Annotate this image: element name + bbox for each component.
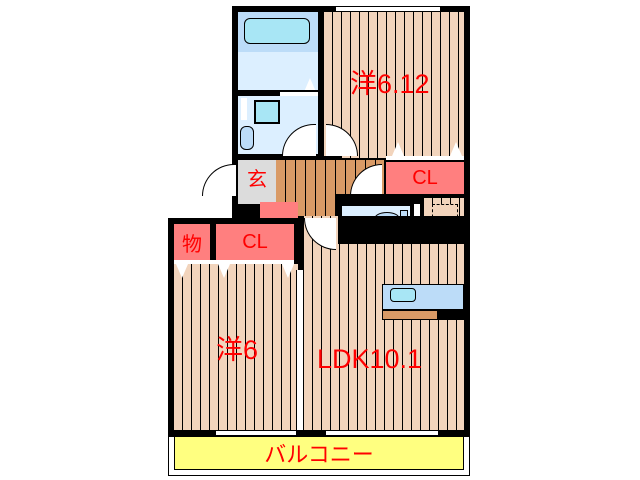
- room1-window[interactable]: [336, 6, 440, 12]
- closet-2-label: CL: [242, 230, 268, 253]
- storage-label: 物: [182, 233, 202, 256]
- cl2-door-marker-icon: [282, 264, 294, 278]
- sink-icon: [390, 288, 416, 302]
- washer-icon: [240, 126, 254, 150]
- shoe-closet: [260, 202, 298, 222]
- wash-door-white: [241, 98, 247, 120]
- bathtub-icon: [244, 18, 310, 44]
- kitchen-cabinet: [382, 310, 438, 320]
- bath-partition: [238, 90, 318, 96]
- cl2-door-marker-icon: [218, 264, 230, 278]
- cl2-door-marker-icon: [176, 264, 188, 278]
- ldk-window[interactable]: [326, 430, 438, 436]
- room-ldk-label: LDK10.1: [317, 344, 423, 374]
- partition-white: [280, 92, 318, 96]
- entrance: [238, 160, 276, 204]
- entrance-label: 玄: [247, 169, 267, 191]
- cl2-door-strip: [174, 260, 294, 264]
- storage: 物: [174, 224, 210, 260]
- balcony-label: バルコニー: [264, 442, 374, 467]
- cl1-door-strip: [386, 156, 464, 160]
- closet-2: CL: [216, 224, 294, 260]
- room-western-6: [174, 264, 298, 430]
- balcony: バルコニー: [174, 436, 464, 470]
- room-western-6-label: 洋6: [216, 335, 259, 365]
- cl1-door-marker-icon: [450, 142, 462, 156]
- washbasin-icon: [254, 100, 280, 124]
- room-ldk: [304, 244, 464, 430]
- sliding-door[interactable]: [296, 270, 304, 430]
- room2-window[interactable]: [216, 430, 296, 436]
- entrance-door[interactable]: [202, 164, 236, 196]
- cl1-door-marker-icon: [392, 142, 404, 156]
- fridge-space: [438, 310, 464, 320]
- bath-door-marker-icon: [304, 78, 316, 92]
- closet-1-label: CL: [412, 166, 438, 189]
- closet-1: CL: [386, 162, 464, 194]
- room-western-6-12-label: 洋6.12: [350, 69, 430, 99]
